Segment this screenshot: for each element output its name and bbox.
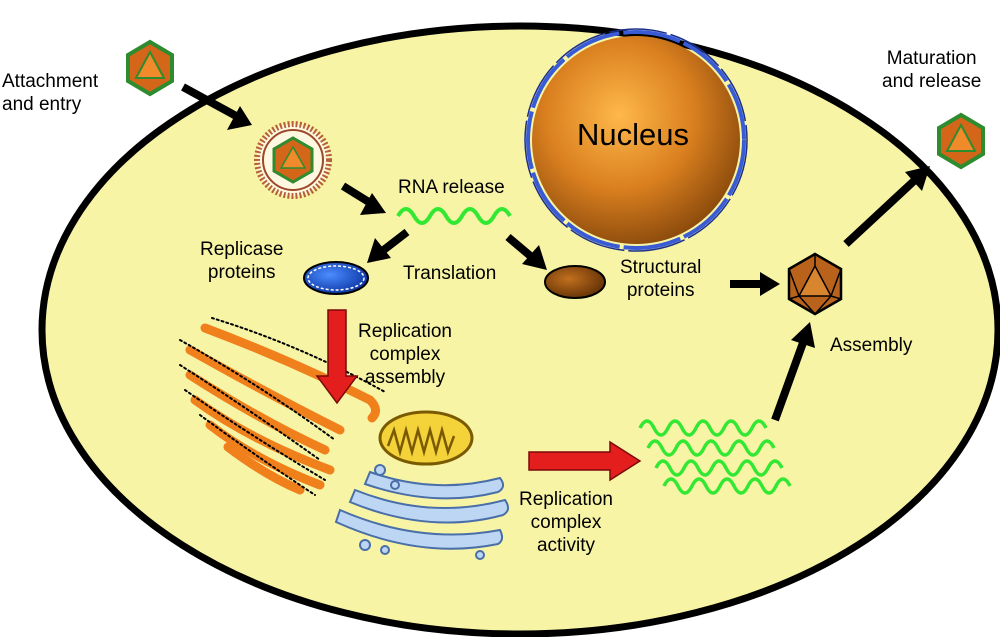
- virus-particle-released: [937, 112, 985, 170]
- attachment-line2: and entry: [2, 94, 82, 115]
- rc-activity-line2: complex: [530, 512, 602, 533]
- golgi-apparatus: [334, 464, 509, 560]
- rc-activity-line1: Replication: [519, 489, 613, 510]
- replicase-protein-ribosome: [303, 261, 369, 295]
- label-nucleus: Nucleus: [577, 117, 689, 152]
- label-structural-proteins: Structural proteins: [620, 256, 701, 302]
- label-attachment-and-entry: Attachment and entry: [2, 70, 98, 116]
- assembled-capsid: [787, 252, 843, 316]
- virus-particle-entering: [126, 39, 174, 97]
- viral-rna-strand: [396, 207, 512, 225]
- label-rna-release: RNA release: [398, 177, 505, 198]
- label-assembly: Assembly: [830, 335, 913, 356]
- attachment-line1: Attachment: [2, 71, 99, 92]
- endosome-with-virus: [254, 121, 332, 199]
- label-translation: Translation: [403, 263, 497, 284]
- replicase-ribosome-rim: [307, 265, 365, 291]
- rc-assembly-line1: Replication: [358, 321, 452, 342]
- label-maturation-and-release: Maturation and release: [882, 47, 981, 93]
- structural-line1: Structural: [620, 257, 702, 278]
- structural-line2: proteins: [626, 280, 695, 301]
- mitochondrion: [378, 410, 474, 466]
- replicase-line2: proteins: [207, 262, 276, 283]
- rc-assembly-line2: complex: [369, 344, 441, 365]
- replicated-rna-strands: [638, 419, 792, 495]
- process-arrows: [181, 83, 930, 422]
- replicase-line1: Replicase: [200, 239, 284, 260]
- nucleus: [524, 28, 748, 252]
- rc-activity-line3: activity: [536, 535, 596, 556]
- structural-protein-ribosome: [544, 265, 606, 299]
- maturation-line2: and release: [882, 71, 982, 92]
- label-replicase-proteins: Replicase proteins: [200, 238, 283, 284]
- label-replication-complex-activity: Replication complex activity: [519, 488, 613, 557]
- label-replication-complex-assembly: Replication complex assembly: [358, 320, 452, 389]
- rc-assembly-line3: assembly: [364, 367, 446, 388]
- maturation-line1: Maturation: [886, 48, 977, 69]
- red-arrows: [315, 309, 642, 482]
